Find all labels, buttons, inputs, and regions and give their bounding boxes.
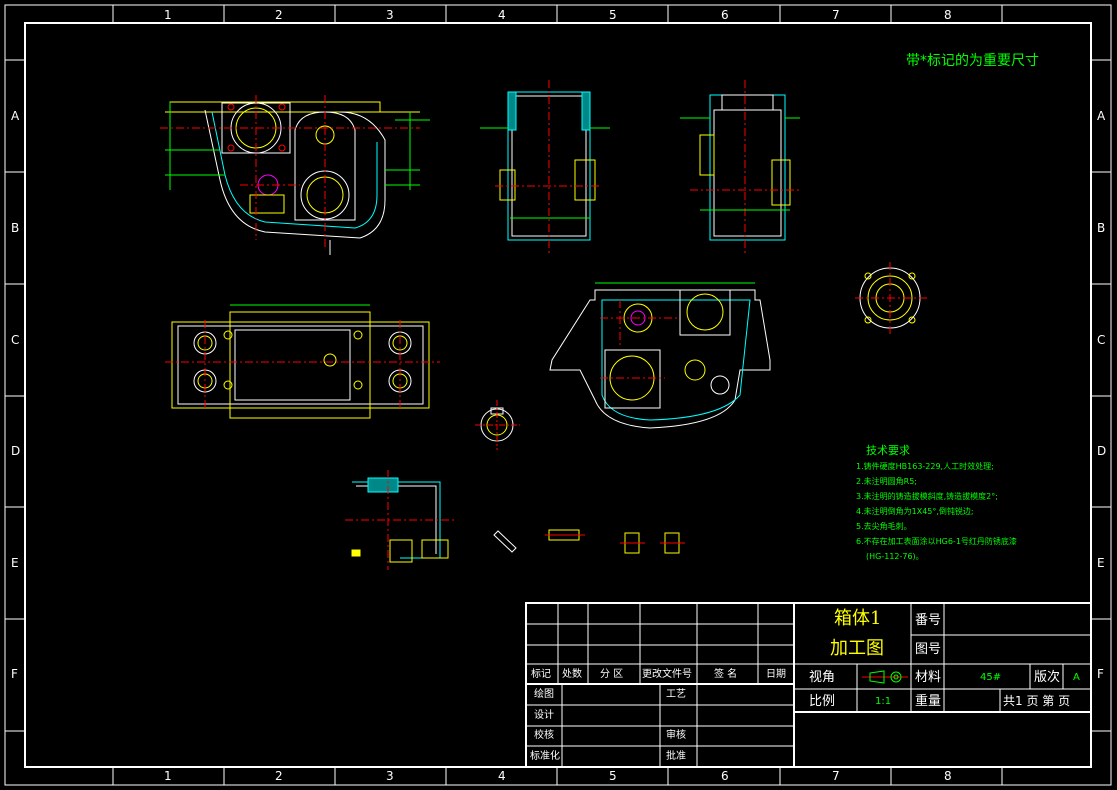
zone-col-3-bottom: 3 — [386, 769, 394, 783]
zone-col-6-bottom: 6 — [721, 769, 729, 783]
zone-col-1-top: 1 — [164, 8, 172, 22]
rev-header: 更改文件号 — [642, 669, 692, 680]
tech-title: 技术要求 — [866, 444, 910, 457]
zone-col-1-bottom: 1 — [164, 769, 172, 783]
zone-col-3-top: 3 — [386, 8, 394, 22]
zone-row-c-right: C — [1097, 333, 1106, 347]
zone-col-2-bottom: 2 — [275, 769, 283, 783]
number-label: 番号 — [915, 613, 942, 628]
zone-row-e-left: E — [11, 556, 19, 570]
tech-item: 3.未注明的铸造拔模斜度,铸造拔模度2°; — [856, 492, 998, 501]
top-view-drawing — [165, 304, 440, 419]
page-count: 共1 页 第 页 — [1003, 694, 1071, 708]
rev-header: 日期 — [766, 669, 786, 680]
important-dimension-note: 带*标记的为重要尺寸 — [906, 53, 1039, 69]
weight-label: 重量 — [915, 694, 942, 709]
drawing-no-label: 图号 — [915, 642, 942, 657]
zone-row-a-left: A — [11, 109, 20, 123]
zone-col-4-bottom: 4 — [498, 769, 506, 783]
zone-col-7-bottom: 7 — [832, 769, 840, 783]
boss-detail — [475, 400, 520, 450]
rev-header: 处数 — [562, 669, 582, 680]
sign-row-label: 标准化 — [530, 751, 560, 762]
section-view-2 — [680, 80, 800, 255]
zone-row-a-right: A — [1097, 109, 1106, 123]
sign-row-label: 绘图 — [534, 689, 554, 700]
zone-col-5-top: 5 — [609, 8, 617, 22]
sign-right-label: 工艺 — [666, 689, 686, 700]
zone-col-6-top: 6 — [721, 8, 729, 22]
zone-col-4-top: 4 — [498, 8, 506, 22]
zone-row-e-right: E — [1097, 556, 1105, 570]
tech-item: 2.未注明圆角R5; — [856, 477, 917, 486]
sign-right-label: 审核 — [666, 730, 686, 741]
sign-row-label: 校核 — [534, 730, 554, 741]
zone-col-8-top: 8 — [944, 8, 952, 22]
partial-section-view — [345, 470, 455, 570]
zone-row-f-left: F — [11, 667, 18, 681]
section-view-1 — [480, 80, 610, 255]
zone-row-b-left: B — [11, 221, 20, 235]
material-label: 材料 — [915, 670, 942, 685]
front-view-drawing — [160, 95, 430, 255]
drawing-type: 加工图 — [830, 638, 884, 659]
zone-col-2-top: 2 — [275, 8, 283, 22]
tech-item: 5.去尖角毛刺。 — [856, 522, 912, 531]
zone-row-c-left: C — [11, 333, 20, 347]
view-angle-label: 视角 — [809, 670, 836, 685]
tech-item: (HG-112-76)。 — [866, 552, 924, 561]
zone-row-f-right: F — [1097, 667, 1104, 681]
zone-row-b-right: B — [1097, 221, 1106, 235]
flange-detail — [855, 262, 930, 336]
zone-col-7-top: 7 — [832, 8, 840, 22]
zone-row-d-right: D — [1097, 444, 1107, 458]
zone-col-8-bottom: 8 — [944, 769, 952, 783]
tech-item: 4.未注明倒角为1X45°,倒钝锐边; — [856, 507, 974, 516]
rev-header: 签 名 — [714, 669, 738, 680]
version-label: 版次 — [1034, 670, 1061, 685]
part-name: 箱体1 — [834, 608, 882, 629]
side-view-drawing — [549, 282, 771, 429]
sign-row-label: 设计 — [534, 710, 554, 721]
rev-header: 分 区 — [600, 669, 624, 680]
scale-label: 比例 — [809, 694, 836, 709]
title-block-frame — [525, 602, 1092, 768]
tech-item: 6.不存在加工表面涂以HG6-1号红丹防锈底漆 — [856, 537, 1017, 546]
zone-col-5-bottom: 5 — [609, 769, 617, 783]
zone-row-d-left: D — [11, 444, 21, 458]
sign-right-label: 批准 — [666, 751, 686, 762]
tech-item: 1.铸件硬度HB163-229,人工时效处理; — [856, 462, 994, 471]
material-value: 45# — [980, 672, 1002, 683]
version-value: A — [1073, 672, 1080, 683]
small-details — [493, 529, 685, 554]
scale-value: 1:1 — [875, 696, 892, 707]
rev-header: 标记 — [531, 669, 551, 680]
